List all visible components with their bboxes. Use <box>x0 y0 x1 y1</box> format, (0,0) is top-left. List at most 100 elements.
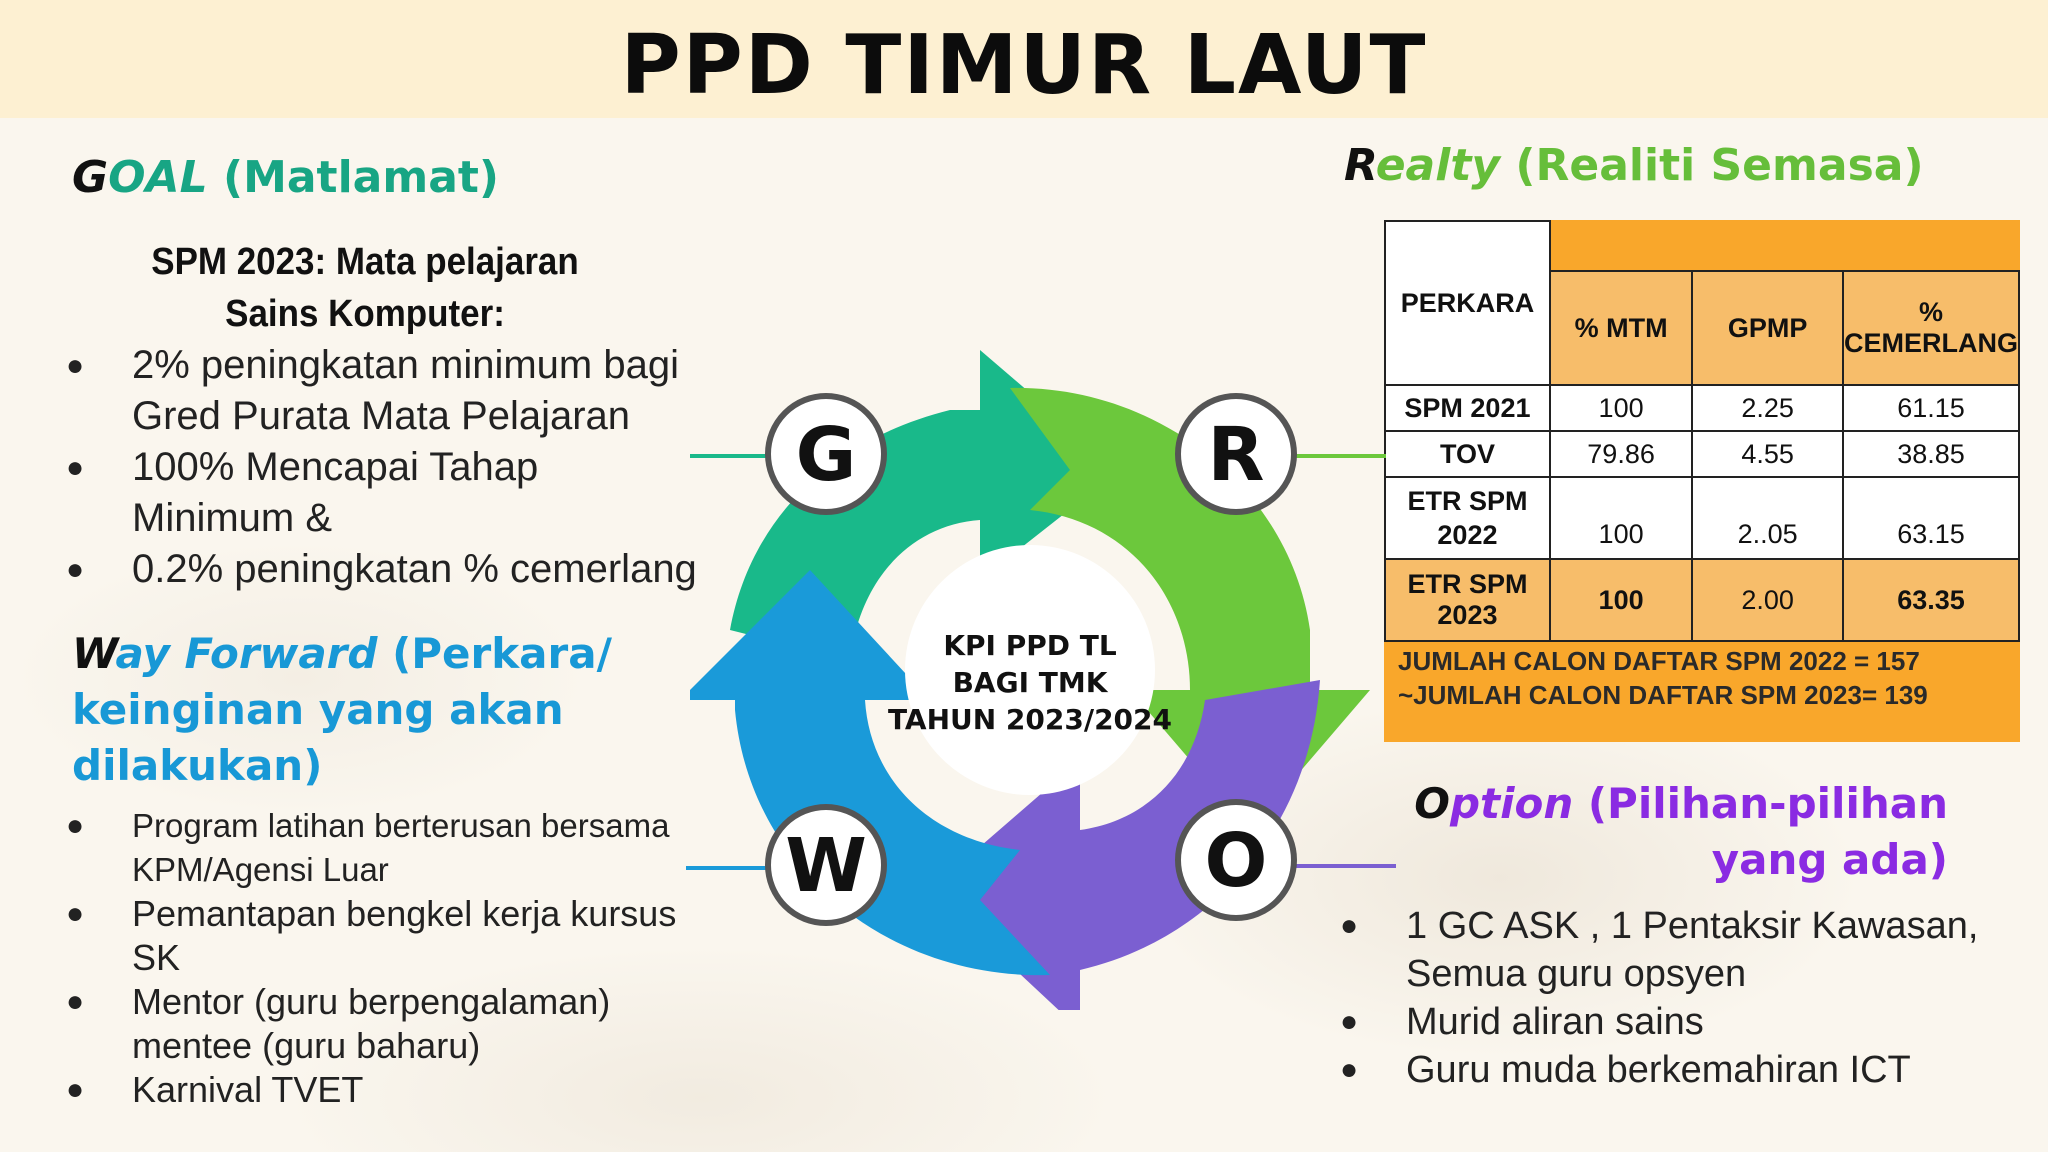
list-item: ● Guru muda berkemahiran ICT <box>1340 1046 1980 1094</box>
bullet-icon: ● <box>1340 909 1359 942</box>
goal-connector-line <box>690 454 770 458</box>
table-cell: TOV <box>1384 430 1551 478</box>
table-row: SPM 2021 100 2.25 61.15 <box>1384 384 2021 432</box>
bullet-icon: ● <box>66 451 85 484</box>
goal-list: ● 2% peningkatan minimum bagi Gred Purata… <box>66 340 706 595</box>
goal-subheading: SPM 2023: Mata pelajaran Sains Komputer: <box>151 241 579 335</box>
realty-connector-line <box>1296 454 1386 458</box>
table-note-line: ~JUMLAH CALON DAFTAR SPM 2023= 139 <box>1398 680 1928 710</box>
option-arrow-segment <box>930 680 1320 1010</box>
table-cell: 2.25 <box>1691 384 1844 432</box>
table-cell: ETR SPM 2022 <box>1384 476 1551 560</box>
bullet-icon: ● <box>66 553 85 586</box>
option-item-text: 1 GC ASK , 1 Pentaksir Kawasan, Semua gu… <box>1406 905 1979 995</box>
table-cell: SPM 2021 <box>1384 384 1551 432</box>
option-item-text: Murid aliran sains <box>1406 1001 1704 1043</box>
list-item: ● 100% Mencapai Tahap Minimum & <box>66 442 706 544</box>
table-cell: ETR SPM 2023 <box>1384 558 1551 642</box>
way-heading-word: ay Forward <box>115 629 378 678</box>
goal-heading-subtitle: (Matlamat) <box>222 152 500 203</box>
cycle-center-line1: KPI PPD TL <box>943 629 1117 662</box>
goal-heading-word: OAL <box>108 152 208 203</box>
way-arrow-segment <box>690 570 1050 976</box>
table-header-cemerlang: % CEMERLANG <box>1841 270 2021 386</box>
way-connector-line <box>686 866 770 870</box>
table-cell: 2.00 <box>1691 558 1844 642</box>
table-cell: 63.35 <box>1841 558 2021 642</box>
way-heading-initial: W <box>72 629 116 678</box>
goal-item-text: 2% peningkatan minimum bagi Gred Purata … <box>132 343 679 438</box>
way-item-text: Karnival TVET <box>132 1069 364 1110</box>
table-cell: 61.15 <box>1841 384 2021 432</box>
table-cell: 100 <box>1548 384 1694 432</box>
list-item: ● 0.2% peningkatan % cemerlang <box>66 544 706 595</box>
way-item-text: Program latihan berterusan bersama KPM/A… <box>132 807 670 888</box>
realty-heading-word: ealty <box>1375 140 1501 191</box>
option-heading-initial: O <box>1414 779 1450 828</box>
badge-letter-g: G <box>796 412 857 498</box>
option-item-text: Guru muda berkemahiran ICT <box>1406 1049 1911 1091</box>
badge-r: R <box>1175 393 1297 515</box>
table-row: TOV 79.86 4.55 38.85 <box>1384 430 2021 478</box>
list-item: ● Pemantapan bengkel kerja kursus SK <box>66 892 716 980</box>
table-cell: 100 <box>1548 558 1694 642</box>
list-item: ● Murid aliran sains <box>1340 998 1980 1046</box>
bullet-icon: ● <box>1340 1005 1359 1038</box>
list-item: ● Karnival TVET <box>66 1068 716 1112</box>
table-row: ETR SPM 2022 100 2..05 63.15 <box>1384 476 2021 560</box>
way-forward-list: ● Program latihan berterusan bersama KPM/… <box>66 804 716 1112</box>
page-title: PPD TIMUR LAUT <box>620 18 1428 113</box>
badge-letter-o: O <box>1205 818 1268 904</box>
table-cell: 38.85 <box>1841 430 2021 478</box>
badge-o: O <box>1175 799 1297 921</box>
table-header-band <box>1548 221 2019 271</box>
option-heading-subtitle: (Pilihan-pilihan yang ada) <box>1587 779 1948 884</box>
option-heading: Option (Pilihan-pilihan yang ada) <box>1328 776 1948 888</box>
goal-heading: GOAL (Matlamat) <box>72 152 499 203</box>
realty-heading-initial: R <box>1344 140 1376 191</box>
realty-heading-subtitle: (Realiti Semasa) <box>1515 140 1924 191</box>
table-cell: 2..05 <box>1691 476 1844 560</box>
table-cell: 63.15 <box>1841 476 2021 560</box>
realty-heading: Realty (Realiti Semasa) <box>1344 140 1924 191</box>
goal-heading-initial: G <box>72 152 109 203</box>
goal-item-text: 100% Mencapai Tahap Minimum & <box>132 445 539 540</box>
badge-w: W <box>765 804 887 926</box>
cycle-center <box>905 545 1155 795</box>
option-list: ● 1 GC ASK , 1 Pentaksir Kawasan, Semua g… <box>1340 902 1980 1094</box>
badge-letter-r: R <box>1208 412 1265 498</box>
table-note: JUMLAH CALON DAFTAR SPM 2022 = 157 ~JUML… <box>1398 644 2008 712</box>
header-band <box>0 0 2048 118</box>
bullet-icon: ● <box>1340 1053 1359 1086</box>
table-header-mtm: % MTM <box>1548 270 1694 386</box>
option-heading-word: ption <box>1449 779 1574 828</box>
way-heading-subtitle: (Perkara/ keinginan yang akan dilakukan) <box>72 629 612 790</box>
bullet-icon: ● <box>66 897 85 930</box>
bullet-icon: ● <box>66 349 85 382</box>
bullet-icon: ● <box>66 809 85 842</box>
table-cell: 79.86 <box>1548 430 1694 478</box>
table-header-perkara: PERKARA <box>1384 220 1551 386</box>
list-item: ● Program latihan berterusan bersama KPM/… <box>66 804 716 892</box>
table-cell: 100 <box>1548 476 1694 560</box>
badge-g: G <box>765 393 887 515</box>
bullet-icon: ● <box>66 1073 85 1106</box>
way-item-text: Mentor (guru berpengalaman) mentee (guru… <box>132 981 611 1066</box>
goal-item-text: 0.2% peningkatan % cemerlang <box>132 547 697 591</box>
badge-letter-w: W <box>785 823 867 909</box>
table-row: ETR SPM 2023 100 2.00 63.35 <box>1384 558 2021 642</box>
goal-arrow-segment <box>730 350 1120 660</box>
bullet-icon: ● <box>66 985 85 1018</box>
way-item-text: Pemantapan bengkel kerja kursus SK <box>132 893 677 978</box>
cycle-center-line2: BAGI TMK <box>953 666 1109 699</box>
way-forward-heading: Way Forward (Perkara/ keinginan yang aka… <box>72 626 692 794</box>
table-cell: 4.55 <box>1691 430 1844 478</box>
option-connector-line <box>1296 864 1396 868</box>
list-item: ● 1 GC ASK , 1 Pentaksir Kawasan, Semua g… <box>1340 902 1980 998</box>
list-item: ● 2% peningkatan minimum bagi Gred Purata… <box>66 340 706 442</box>
realty-table-panel: PERKARA % MTM GPMP % CEMERLANG SPM 2021 … <box>1384 220 2021 742</box>
cycle-center-line3: TAHUN 2023/2024 <box>888 703 1172 736</box>
grow-cycle-diagram: KPI PPD TL BAGI TMK TAHUN 2023/2024 G R … <box>690 350 1370 1010</box>
table-header-gpmp: GPMP <box>1691 270 1844 386</box>
table-note-line: JUMLAH CALON DAFTAR SPM 2022 = 157 <box>1398 646 1920 676</box>
